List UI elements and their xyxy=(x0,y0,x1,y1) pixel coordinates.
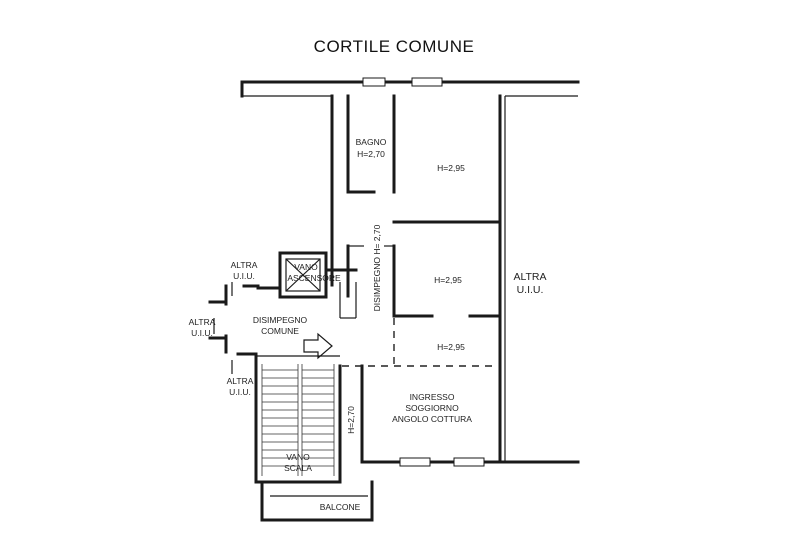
plan-title: CORTILE COMUNE xyxy=(314,37,475,56)
soggiorno-height: H=2,70 xyxy=(346,406,356,434)
stairs xyxy=(261,364,335,476)
vano-scala-line1: VANO xyxy=(286,452,310,462)
altra-uiu-left-line1: ALTRA xyxy=(189,317,216,327)
elevator-cross-icon xyxy=(285,258,321,292)
disimpegno-interno-label: DISIMPEGNO H= 2,70 xyxy=(372,224,382,311)
entrance-arrow-icon xyxy=(303,332,333,360)
vano-ascensore-line1: VANO xyxy=(294,262,318,272)
walls xyxy=(208,80,580,522)
altra-uiu-left-line2: U.I.U. xyxy=(191,328,213,338)
windows xyxy=(362,77,485,467)
soggiorno-line3: ANGOLO COTTURA xyxy=(392,414,472,424)
door-ticks xyxy=(213,282,233,374)
altra-uiu-bottom-line2: U.I.U. xyxy=(229,387,251,397)
altra-uiu-top-line2: U.I.U. xyxy=(233,271,255,281)
vano-scala-line2: SCALA xyxy=(284,463,312,473)
dashed-partitions xyxy=(342,318,498,367)
soggiorno-line1: INGRESSO xyxy=(410,392,455,402)
bagno-height: H=2,70 xyxy=(357,149,385,159)
altra-uiu-bottom-line1: ALTRA xyxy=(227,376,254,386)
bagno-label: BAGNO xyxy=(356,137,387,147)
altra-uiu-right-line1: ALTRA xyxy=(513,271,546,283)
camera-top-height: H=2,95 xyxy=(437,163,465,173)
balcone-label: BALCONE xyxy=(320,502,361,512)
camera-mid-height: H=2,95 xyxy=(434,275,462,285)
disimpegno-comune-line1: DISIMPEGNO xyxy=(253,315,308,325)
altra-uiu-right-line2: U.I.U. xyxy=(517,284,544,296)
soggiorno-line2: SOGGIORNO xyxy=(405,403,459,413)
altra-uiu-top-line1: ALTRA xyxy=(231,260,258,270)
vano-ascensore-line2: ASCENSORE xyxy=(287,273,341,283)
zona-bottom-height: H=2,95 xyxy=(437,342,465,352)
disimpegno-comune-line2: COMUNE xyxy=(261,326,299,336)
